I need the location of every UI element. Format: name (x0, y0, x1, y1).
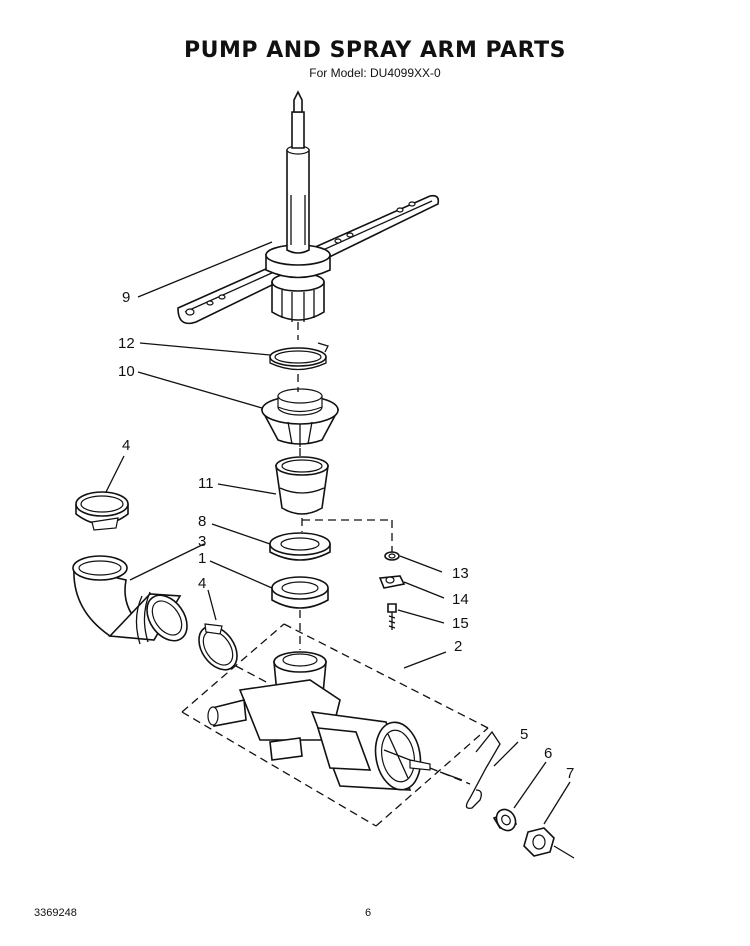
callout-8: 8 (198, 513, 206, 530)
callout-5: 5 (520, 726, 528, 743)
clamp-part-4-lower (198, 623, 238, 671)
callout-14: 14 (452, 591, 469, 608)
callout-13: 13 (452, 565, 469, 582)
callout-12: 12 (118, 335, 135, 352)
callout-4-upper: 4 (122, 437, 130, 454)
clamp-part-4-upper (75, 491, 129, 531)
callout-10: 10 (118, 363, 135, 380)
callout-2: 2 (454, 638, 462, 655)
tower-part-10 (260, 388, 340, 447)
callout-11: 11 (198, 475, 214, 492)
document-number: 3369248 (34, 907, 77, 919)
callout-4-lower: 4 (198, 575, 206, 592)
callout-3: 3 (198, 533, 206, 550)
pump-motor-part-2 (181, 623, 489, 827)
callout-6: 6 (544, 745, 552, 762)
cup-part-11 (275, 456, 329, 515)
bearing-part-6 (492, 808, 518, 832)
fastener-parts-13-14-15 (378, 551, 406, 630)
page-number: 6 (365, 907, 372, 919)
gasket-part-1 (271, 576, 329, 609)
leader-lines (105, 241, 575, 859)
ring-part-12 (269, 342, 329, 371)
spray-arm-part-9 (177, 90, 440, 325)
callout-7: 7 (566, 765, 574, 782)
wire-clip-part-5 (439, 730, 501, 809)
model-subtitle: For Model: DU4099XX-0 (309, 66, 441, 80)
callout-labels: 9 12 10 4 11 8 3 1 4 13 14 15 2 5 6 7 (118, 289, 574, 782)
callout-9: 9 (122, 289, 130, 306)
callout-1: 1 (198, 550, 206, 567)
callout-15: 15 (452, 615, 469, 632)
page-title: PUMP AND SPRAY ARM PARTS (184, 38, 566, 63)
nut-part-7 (523, 827, 555, 857)
hose-part-3 (72, 555, 188, 645)
seal-part-8 (269, 532, 331, 561)
